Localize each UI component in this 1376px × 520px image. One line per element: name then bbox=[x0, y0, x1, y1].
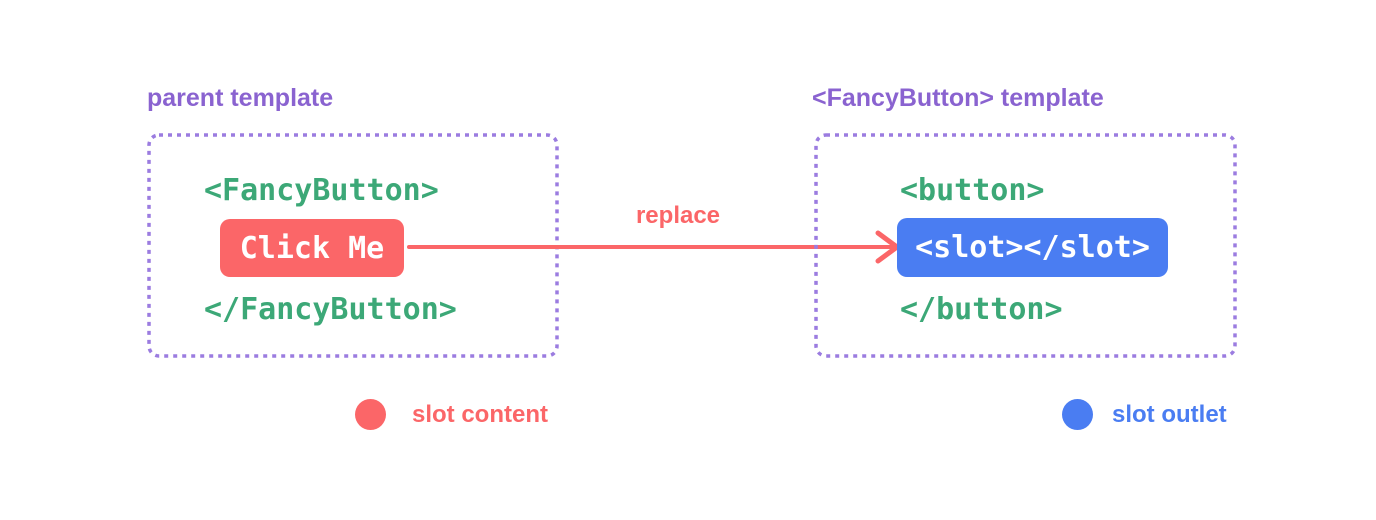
slot-content-dot bbox=[355, 399, 386, 430]
slot-content-legend-label: slot content bbox=[412, 401, 548, 428]
replace-label: replace bbox=[635, 202, 721, 229]
button-close-tag: </button> bbox=[900, 292, 1063, 327]
button-open-tag: <button> bbox=[900, 173, 1045, 208]
slot-outlet-dot bbox=[1062, 399, 1093, 430]
slot-outlet-chip-label: <slot></slot> bbox=[915, 230, 1150, 265]
parent-template-title: parent template bbox=[147, 84, 334, 112]
fancybutton-close-tag: </FancyButton> bbox=[204, 292, 457, 327]
slot-content-chip: Click Me bbox=[220, 219, 404, 277]
fancybutton-template-box bbox=[814, 133, 1237, 358]
fancybutton-template-title: <FancyButton> template bbox=[812, 84, 1104, 112]
slot-outlet-chip: <slot></slot> bbox=[897, 218, 1168, 277]
slot-content-chip-label: Click Me bbox=[239, 230, 385, 266]
fancybutton-open-tag: <FancyButton> bbox=[204, 173, 439, 208]
slot-outlet-legend-label: slot outlet bbox=[1112, 401, 1227, 428]
